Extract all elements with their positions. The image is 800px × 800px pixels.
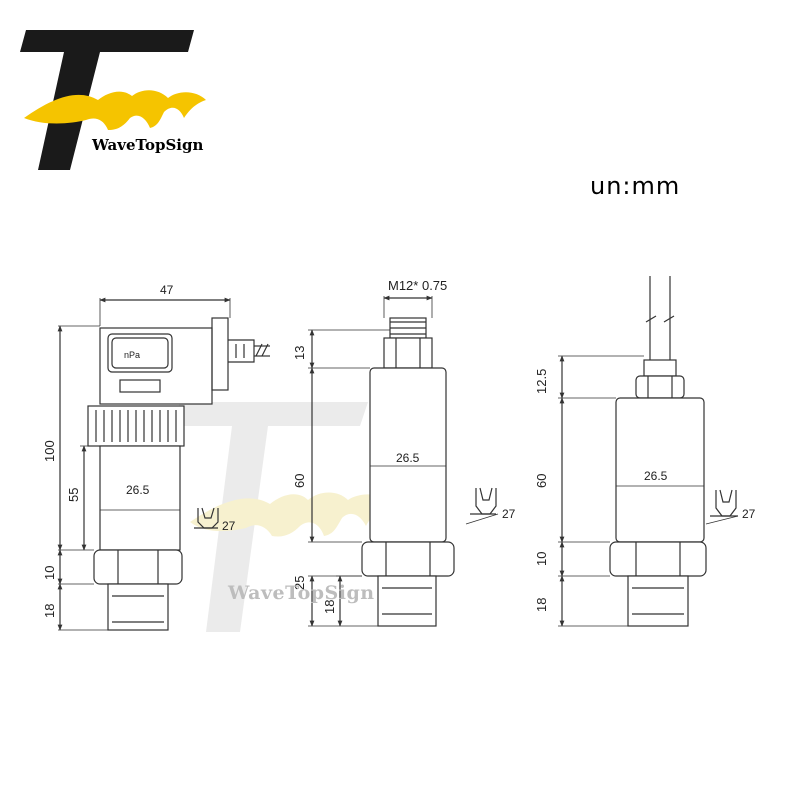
dim-wrench: 27 (222, 519, 236, 533)
connector-tag (119, 379, 161, 393)
thread (377, 575, 437, 627)
dim-wrench: 27 (502, 507, 516, 521)
watermark-text: WaveTopSign (228, 582, 375, 604)
dim-gland-height: 12.5 (534, 369, 549, 394)
wrench-icon (475, 488, 497, 515)
dim-thread-height: 18 (534, 598, 549, 612)
drawing-b-labels: M12* 0.75 13 60 26.5 27 25 18 (292, 278, 516, 614)
dim-diameter: 26.5 (396, 451, 420, 465)
drawing-a-labels: 47 nPa 100 55 26.5 27 10 18 (42, 283, 236, 618)
hex-nut (361, 541, 455, 577)
drawing-b (308, 295, 499, 627)
drawing-c-labels: 12.5 60 26.5 27 10 18 (534, 369, 756, 612)
dim-wrench: 27 (742, 507, 756, 521)
din-connector (99, 327, 213, 405)
connector-text: nPa (124, 350, 140, 360)
dim-thread-height: 18 (322, 600, 337, 614)
dim-diameter: 26.5 (644, 469, 668, 483)
dim-body-height: 55 (66, 488, 81, 502)
hex-nut (609, 541, 707, 577)
thread (107, 583, 169, 631)
thread (627, 575, 689, 627)
dim-body-height: 60 (292, 474, 307, 488)
dim-thread-height: 18 (42, 604, 57, 618)
cable-gland (643, 359, 677, 377)
knurl-lines (95, 410, 177, 442)
dim-diameter: 26.5 (126, 483, 150, 497)
dim-thread-spec: M12* 0.75 (388, 278, 447, 293)
dim-width: 47 (160, 283, 174, 297)
watermark-logo (172, 402, 392, 632)
hex-nut (93, 549, 183, 585)
unit-label: un:mm (590, 172, 681, 200)
sensor-body (99, 445, 181, 551)
cable-gland (211, 317, 229, 391)
dim-hex-height: 10 (42, 566, 57, 580)
dim-connector-height: 13 (292, 346, 307, 360)
dim-hex-thread-height: 25 (292, 576, 307, 590)
dim-hex-height: 10 (534, 552, 549, 566)
connector-window (107, 333, 173, 373)
brand-logo (20, 30, 206, 170)
drawing-a (57, 297, 270, 631)
wrench-icon (715, 490, 737, 517)
brand-name: WaveTopSign (92, 136, 204, 154)
dim-total-height: 100 (42, 440, 57, 462)
drawing-c (558, 276, 739, 627)
dim-body-height: 60 (534, 474, 549, 488)
